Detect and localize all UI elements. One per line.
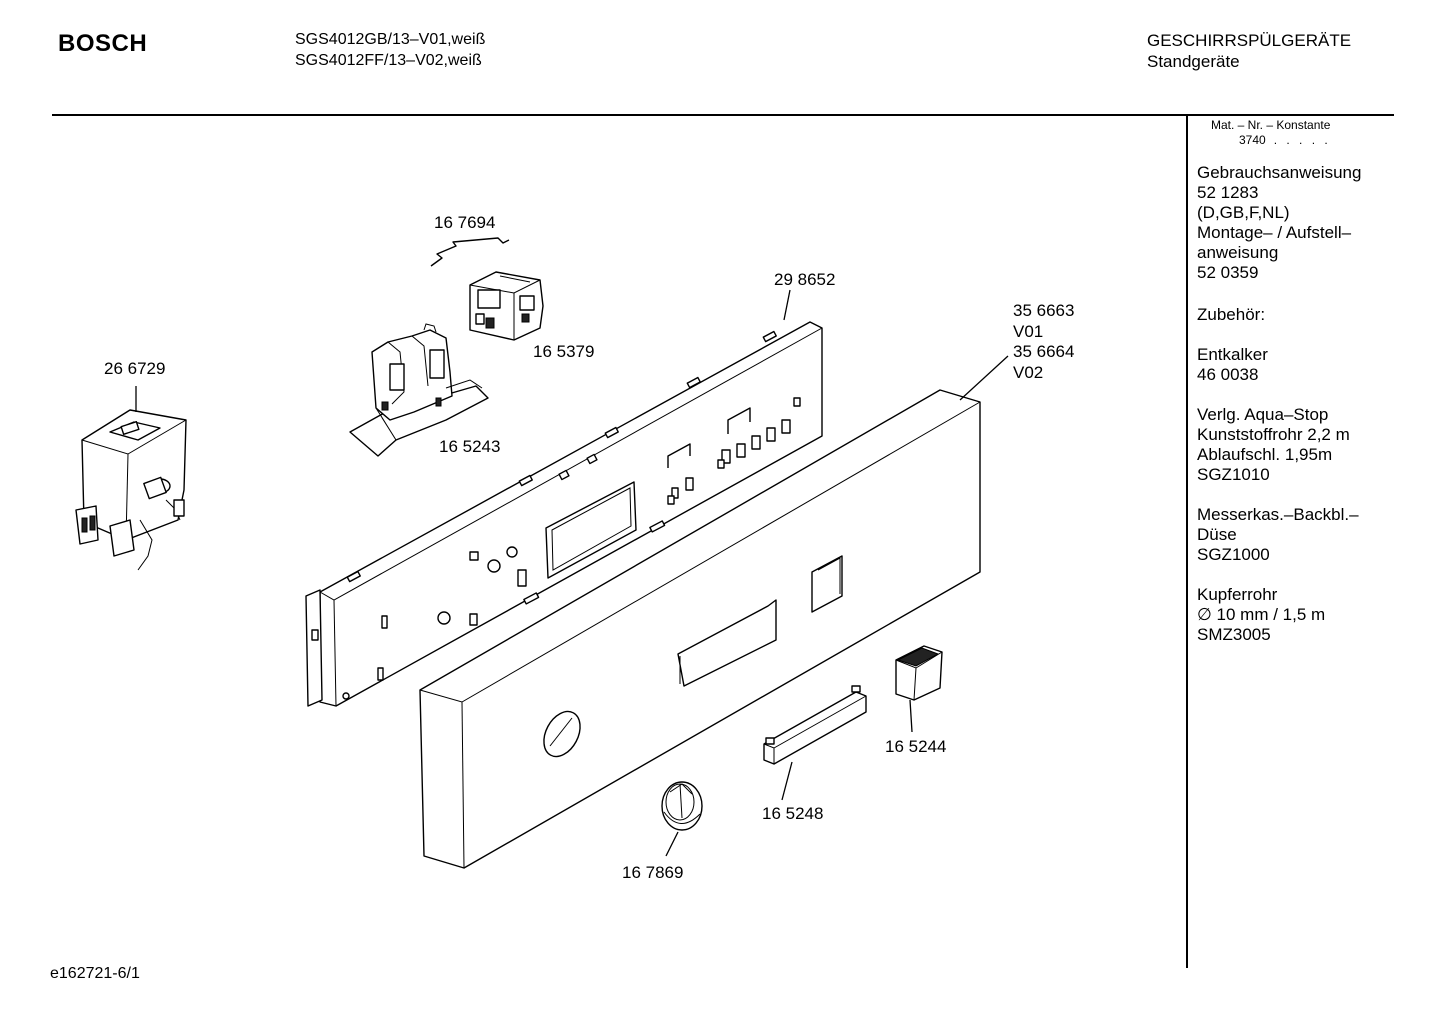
label-266729: 26 6729: [104, 359, 165, 378]
sidebar-text: SGZ1010: [1197, 465, 1270, 484]
brand-logo: BOSCH: [58, 30, 148, 57]
label-298652: 29 8652: [774, 270, 835, 289]
material-number-line: 3740 . . . . .: [1239, 133, 1432, 147]
label-356664: 35 6664: [1013, 342, 1074, 361]
sidebar-block-cutlery: Messerkas.–Backbl.– Düse SGZ1000: [1197, 505, 1432, 565]
sidebar-block-copper: Kupferrohr ∅ 10 mm / 1,5 m SMZ3005: [1197, 585, 1432, 645]
label-165248: 16 5248: [762, 804, 823, 823]
sidebar-text: Ablaufschl. 1,95m: [1197, 445, 1333, 464]
indicator-strip-part: [763, 685, 867, 765]
label-167694: 16 7694: [434, 213, 495, 232]
document-code: e162721-6/1: [50, 965, 140, 982]
leader-lines: [135, 289, 1009, 857]
material-number-value: 3740: [1239, 133, 1266, 147]
sidebar-text: SGZ1000: [1197, 545, 1270, 564]
category-title: GESCHIRRSPÜLGERÄTE: [1147, 31, 1352, 50]
wire-clip-part: [430, 237, 510, 267]
sidebar-text: Messerkas.–Backbl.–: [1197, 505, 1359, 524]
label-165243: 16 5243: [439, 437, 500, 456]
label-356663: 35 6663: [1013, 301, 1074, 320]
sidebar-text: (D,GB,F,NL): [1197, 203, 1290, 222]
label-v02: V02: [1013, 363, 1043, 382]
category-subtitle: Standgeräte: [1147, 52, 1240, 71]
sidebar-block-accessories: Zubehör:: [1197, 305, 1432, 325]
holder-bracket-part: [349, 323, 489, 457]
sidebar-block-aquastop: Verlg. Aqua–Stop Kunststoffrohr 2,2 m Ab…: [1197, 405, 1432, 485]
sidebar-text: Gebrauchsanweisung: [1197, 163, 1362, 182]
sidebar-text: Zubehör:: [1197, 305, 1266, 324]
sidebar-text: 46 0038: [1197, 365, 1259, 384]
sidebar-text: Kunststoffrohr 2,2 m: [1197, 425, 1350, 444]
material-number-dots: . . . . .: [1273, 133, 1331, 147]
label-167869: 16 7869: [622, 863, 683, 882]
control-panel-frame-part: [305, 321, 823, 707]
model-line-1: SGS4012GB/13–V01,weiß: [295, 31, 486, 48]
front-panel-cover-part: [419, 389, 981, 869]
header-divider: [52, 114, 1394, 116]
sidebar-text: Montage– / Aufstell–: [1197, 223, 1352, 242]
label-165244: 16 5244: [885, 737, 946, 756]
sidebar-text: 52 1283: [1197, 183, 1259, 202]
switch-block-part: [469, 271, 544, 341]
sidebar-text: Düse: [1197, 525, 1237, 544]
label-v01: V01: [1013, 322, 1043, 341]
push-button-part: [895, 645, 943, 701]
model-line-2: SGS4012FF/13–V02,weiß: [295, 52, 482, 69]
part-labels: 16 7694 29 8652 35 6663 V01 35 6664 V02 …: [104, 213, 1074, 882]
sidebar-text: anweisung: [1197, 243, 1279, 262]
label-165379: 16 5379: [533, 342, 594, 361]
frame-top-slots: [346, 330, 777, 583]
material-number-header: Mat. – Nr. – Konstante: [1211, 118, 1331, 132]
sidebar-text: Kupferrohr: [1197, 585, 1278, 604]
sidebar-block-manuals: Gebrauchsanweisung 52 1283 (D,GB,F,NL) M…: [1197, 163, 1432, 283]
sidebar-notes: Mat. – Nr. – Konstante 3740 . . . . . Geb…: [1197, 118, 1432, 645]
sidebar-text: ∅ 10 mm / 1,5 m: [1197, 605, 1326, 624]
sidebar-text: Entkalker: [1197, 345, 1268, 364]
sidebar-text: SMZ3005: [1197, 625, 1271, 644]
sidebar-text: 52 0359: [1197, 263, 1259, 282]
sidebar-divider: [1186, 116, 1188, 968]
sidebar-text: Verlg. Aqua–Stop: [1197, 405, 1329, 424]
timer-module-part: [75, 409, 187, 571]
control-knob-part: [661, 781, 703, 831]
exploded-parts-diagram: 16 7694 29 8652 35 6663 V01 35 6664 V02 …: [75, 213, 1074, 882]
sidebar-block-descaler: Entkalker 46 0038: [1197, 345, 1432, 385]
